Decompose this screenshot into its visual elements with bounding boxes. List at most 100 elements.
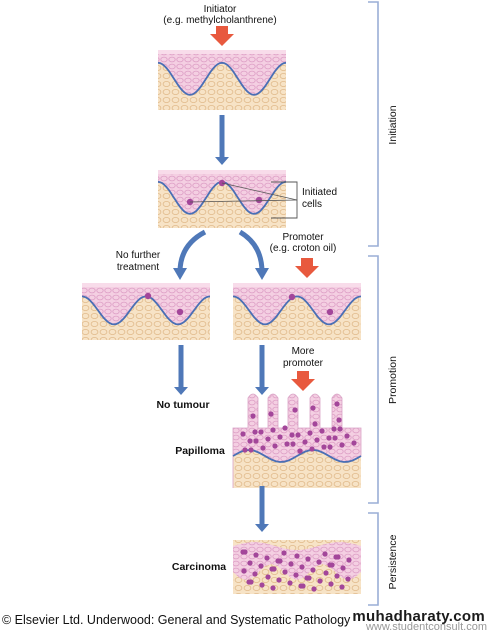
initiator-red-arrow-head <box>210 34 234 46</box>
carcinoma-cell <box>328 581 334 587</box>
promoter-label: Promoter <box>282 232 324 243</box>
carcinoma-cell <box>339 584 345 590</box>
papilloma-cell <box>252 429 258 435</box>
carcinoma-cell <box>329 562 335 568</box>
carcinoma-cell <box>253 552 259 558</box>
normal-skin-panel <box>158 50 286 110</box>
no-treatment-skin-panel <box>82 283 210 340</box>
carcinoma-cell <box>282 569 288 575</box>
promotion-bracket <box>368 255 379 504</box>
carcinoma-cell <box>306 575 312 581</box>
carcinoma-cell <box>241 568 247 574</box>
branch-arrow-left <box>177 229 207 273</box>
papilloma-basement-membrane <box>232 449 362 463</box>
branch-arrow-left-head <box>173 268 187 280</box>
more-promoter-label: More promoter <box>282 346 323 369</box>
papilloma-cell <box>268 411 274 417</box>
papilloma-cell <box>336 417 342 423</box>
papilloma-cell <box>277 434 283 440</box>
papilloma-cell <box>302 439 308 445</box>
persistence-bracket <box>368 512 379 606</box>
carcinoma-cell <box>322 551 328 557</box>
more-promoter-red-arrow-head <box>291 379 315 391</box>
normal-skin-panel-epithelium <box>158 50 286 95</box>
arrow-to-papilloma-head <box>255 387 269 395</box>
stage-label-persistence: Persistence <box>387 534 399 590</box>
carcinoma-cell <box>334 573 340 579</box>
papilloma-cell <box>282 425 288 431</box>
papilloma-cell <box>334 401 340 407</box>
branch-arrow-right-head <box>255 268 269 280</box>
papilloma-cell <box>284 441 290 447</box>
promoted-skin-panel <box>233 283 361 340</box>
carcinoma-cell <box>259 582 265 588</box>
carcinoma-cell <box>288 561 294 567</box>
papilloma-cell <box>314 437 320 443</box>
carcinoma-label: Carcinoma <box>171 561 227 573</box>
carcinoma-cell <box>345 576 351 582</box>
papilloma-cell <box>327 444 333 450</box>
papilloma-label: Papilloma <box>175 445 225 457</box>
carcinoma-panel <box>233 540 361 594</box>
stage-label-initiation: Initiation <box>387 105 399 145</box>
carcinoma-cell <box>317 578 323 584</box>
promoter-red-arrow <box>301 258 313 266</box>
papilloma-cell <box>321 444 327 450</box>
carcinoma-cell <box>310 567 316 573</box>
carcinoma-cell <box>300 583 306 589</box>
papilloma-cell <box>307 430 313 436</box>
initiator-red-arrow <box>216 26 228 34</box>
carcinoma-cell <box>271 566 277 572</box>
carcinoma-cell <box>270 585 276 591</box>
carcinoma-cell <box>247 560 253 566</box>
carcinoma-cell <box>294 553 300 559</box>
copyright-credit: © Elsevier Ltd. Underwood: General and S… <box>2 613 351 627</box>
papilloma-cell <box>240 431 246 437</box>
carcinoma-cell <box>277 558 283 564</box>
initiated-cell-3 <box>255 196 263 204</box>
carcinoma-cell <box>276 577 282 583</box>
papilloma-cell <box>290 441 296 447</box>
papilloma-cell <box>332 435 338 441</box>
papilloma-cell <box>253 438 259 444</box>
initiated-skin-panel <box>158 170 286 228</box>
papilloma-cell <box>247 438 253 444</box>
papilloma-cell <box>326 435 332 441</box>
papilloma-cell <box>312 421 318 427</box>
promoter-red-arrow-head <box>295 266 319 278</box>
more-promoter-red-arrow <box>297 371 309 379</box>
branch-arrow-right <box>238 229 265 273</box>
source-url-text: www.studentconsult.com <box>365 621 487 633</box>
papilloma-cell <box>242 447 248 453</box>
papilloma-cell <box>289 432 295 438</box>
carcinoma-cell <box>281 550 287 556</box>
no-treatment-initiated-cell-1 <box>144 292 152 300</box>
promoted-initiated-cell-2 <box>326 308 334 316</box>
carcinoma-cell <box>264 555 270 561</box>
papilloma-cell <box>248 447 254 453</box>
papilloma-cell <box>319 428 325 434</box>
carcinoma-cell <box>340 565 346 571</box>
papilloma-cell <box>272 443 278 449</box>
carcinoma-cell <box>265 574 271 580</box>
carcinoma-cell <box>293 572 299 578</box>
carcinoma-cell <box>346 557 352 563</box>
carcinoma-cell <box>335 554 341 560</box>
papilloma-cell <box>295 432 301 438</box>
papilloma-panel <box>232 393 362 488</box>
initiated-cells-pointer-1 <box>189 199 298 203</box>
papilloma-cell <box>351 440 357 446</box>
carcinoma-cell <box>316 559 322 565</box>
promoted-initiated-cell-1 <box>288 293 296 301</box>
stage-label-promotion: Promotion <box>387 356 399 404</box>
papilloma-cell <box>344 433 350 439</box>
papilloma-cell <box>258 429 264 435</box>
no-further-treatment-label: No further treatment <box>115 250 161 273</box>
carcinoma-cell <box>287 580 293 586</box>
papilloma-cell <box>292 407 298 413</box>
papilloma-cell <box>339 442 345 448</box>
carcinoma-cell <box>258 563 264 569</box>
initiated-cells-label: Initiated cells <box>302 187 338 210</box>
